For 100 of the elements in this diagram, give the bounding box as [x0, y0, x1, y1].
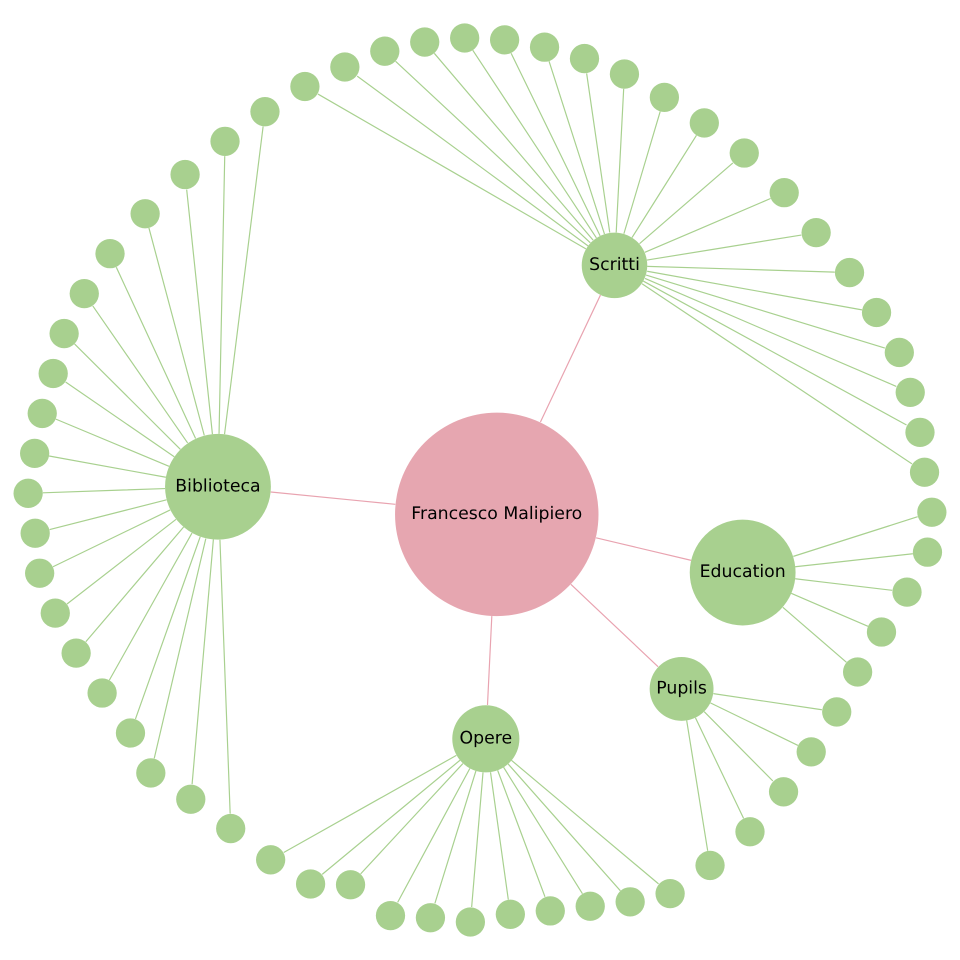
connector — [65, 382, 175, 458]
connector — [42, 488, 166, 494]
connector — [644, 198, 771, 253]
node-circle — [410, 27, 440, 57]
node-circle — [735, 817, 765, 846]
node-circle — [912, 538, 942, 567]
connector — [85, 526, 184, 642]
connector — [616, 88, 624, 232]
connector — [356, 76, 589, 246]
node-circle: Scritti — [582, 232, 648, 298]
connector — [511, 760, 659, 884]
node-circle — [796, 737, 826, 766]
node-circle — [530, 32, 560, 62]
connector — [134, 536, 201, 720]
connector — [497, 770, 546, 898]
node-circle — [917, 498, 946, 527]
connector — [586, 73, 610, 233]
connector — [322, 760, 460, 875]
connector — [508, 764, 621, 892]
node-circle — [370, 36, 400, 66]
node-circle — [170, 160, 200, 190]
node-circle — [330, 52, 360, 82]
node-circle — [62, 638, 91, 668]
connector — [713, 693, 822, 710]
node-circle — [536, 896, 565, 926]
connector — [318, 94, 586, 250]
connector — [782, 606, 847, 663]
connector — [710, 702, 798, 746]
node-circle — [802, 218, 831, 248]
connector — [623, 111, 661, 234]
node-circle — [905, 418, 935, 447]
node-circle — [210, 126, 240, 156]
node-circle — [20, 518, 50, 548]
connector — [644, 278, 896, 387]
connector — [647, 266, 835, 273]
connector — [66, 518, 176, 604]
connector — [503, 766, 583, 894]
node-circle — [695, 850, 725, 880]
connector — [795, 553, 913, 568]
connector — [50, 499, 167, 530]
connector — [647, 270, 862, 310]
node-circle — [250, 97, 280, 126]
node-circle — [116, 718, 146, 748]
node-circle — [176, 784, 206, 814]
connector — [632, 135, 697, 238]
node-circle — [842, 657, 872, 687]
node-circle — [450, 23, 480, 53]
node-circle — [20, 438, 50, 468]
node-circle — [730, 138, 759, 168]
node-circle — [690, 108, 719, 138]
connector — [92, 306, 188, 444]
node-circle — [822, 697, 852, 727]
node-circle — [87, 678, 117, 708]
connector — [790, 592, 868, 627]
node-circle — [496, 900, 525, 929]
node-circle — [884, 338, 914, 368]
node-circle — [490, 25, 520, 54]
connector — [397, 768, 470, 903]
connector — [570, 584, 658, 668]
connector — [471, 772, 484, 908]
connector — [218, 156, 226, 434]
connector — [540, 294, 601, 422]
node-circle — [336, 870, 366, 900]
node-circle — [866, 617, 896, 647]
connector — [186, 190, 214, 434]
node-circle — [38, 358, 68, 388]
node-circle: Education — [690, 520, 796, 626]
node-circle — [892, 577, 922, 607]
connector — [548, 61, 606, 234]
connector — [192, 539, 214, 784]
node-circle — [14, 478, 43, 508]
connector — [48, 455, 166, 478]
node-circle — [416, 903, 446, 932]
node-circle — [130, 199, 160, 228]
connector — [360, 763, 464, 874]
connector — [395, 60, 591, 244]
node-circle: Francesco Malipiero — [395, 412, 598, 616]
connector — [108, 532, 192, 681]
connector — [510, 52, 601, 236]
node-circle — [570, 44, 600, 74]
node-circle — [25, 558, 54, 588]
node-circle — [862, 298, 892, 328]
connector — [116, 266, 196, 439]
node-circle — [768, 777, 798, 806]
node-circle — [70, 278, 99, 308]
connector — [490, 772, 509, 900]
connector — [224, 126, 264, 434]
connector — [642, 280, 907, 426]
node-circle — [216, 814, 246, 844]
node-circle — [50, 318, 79, 348]
node-circle — [910, 458, 940, 487]
connector — [642, 283, 912, 464]
connector — [694, 718, 744, 819]
connector — [270, 491, 396, 505]
connector — [434, 52, 594, 241]
node-circle — [834, 258, 864, 288]
node-circle: Opere — [452, 705, 520, 772]
connector — [686, 720, 708, 851]
connector — [795, 578, 892, 591]
node-circle — [28, 398, 57, 428]
